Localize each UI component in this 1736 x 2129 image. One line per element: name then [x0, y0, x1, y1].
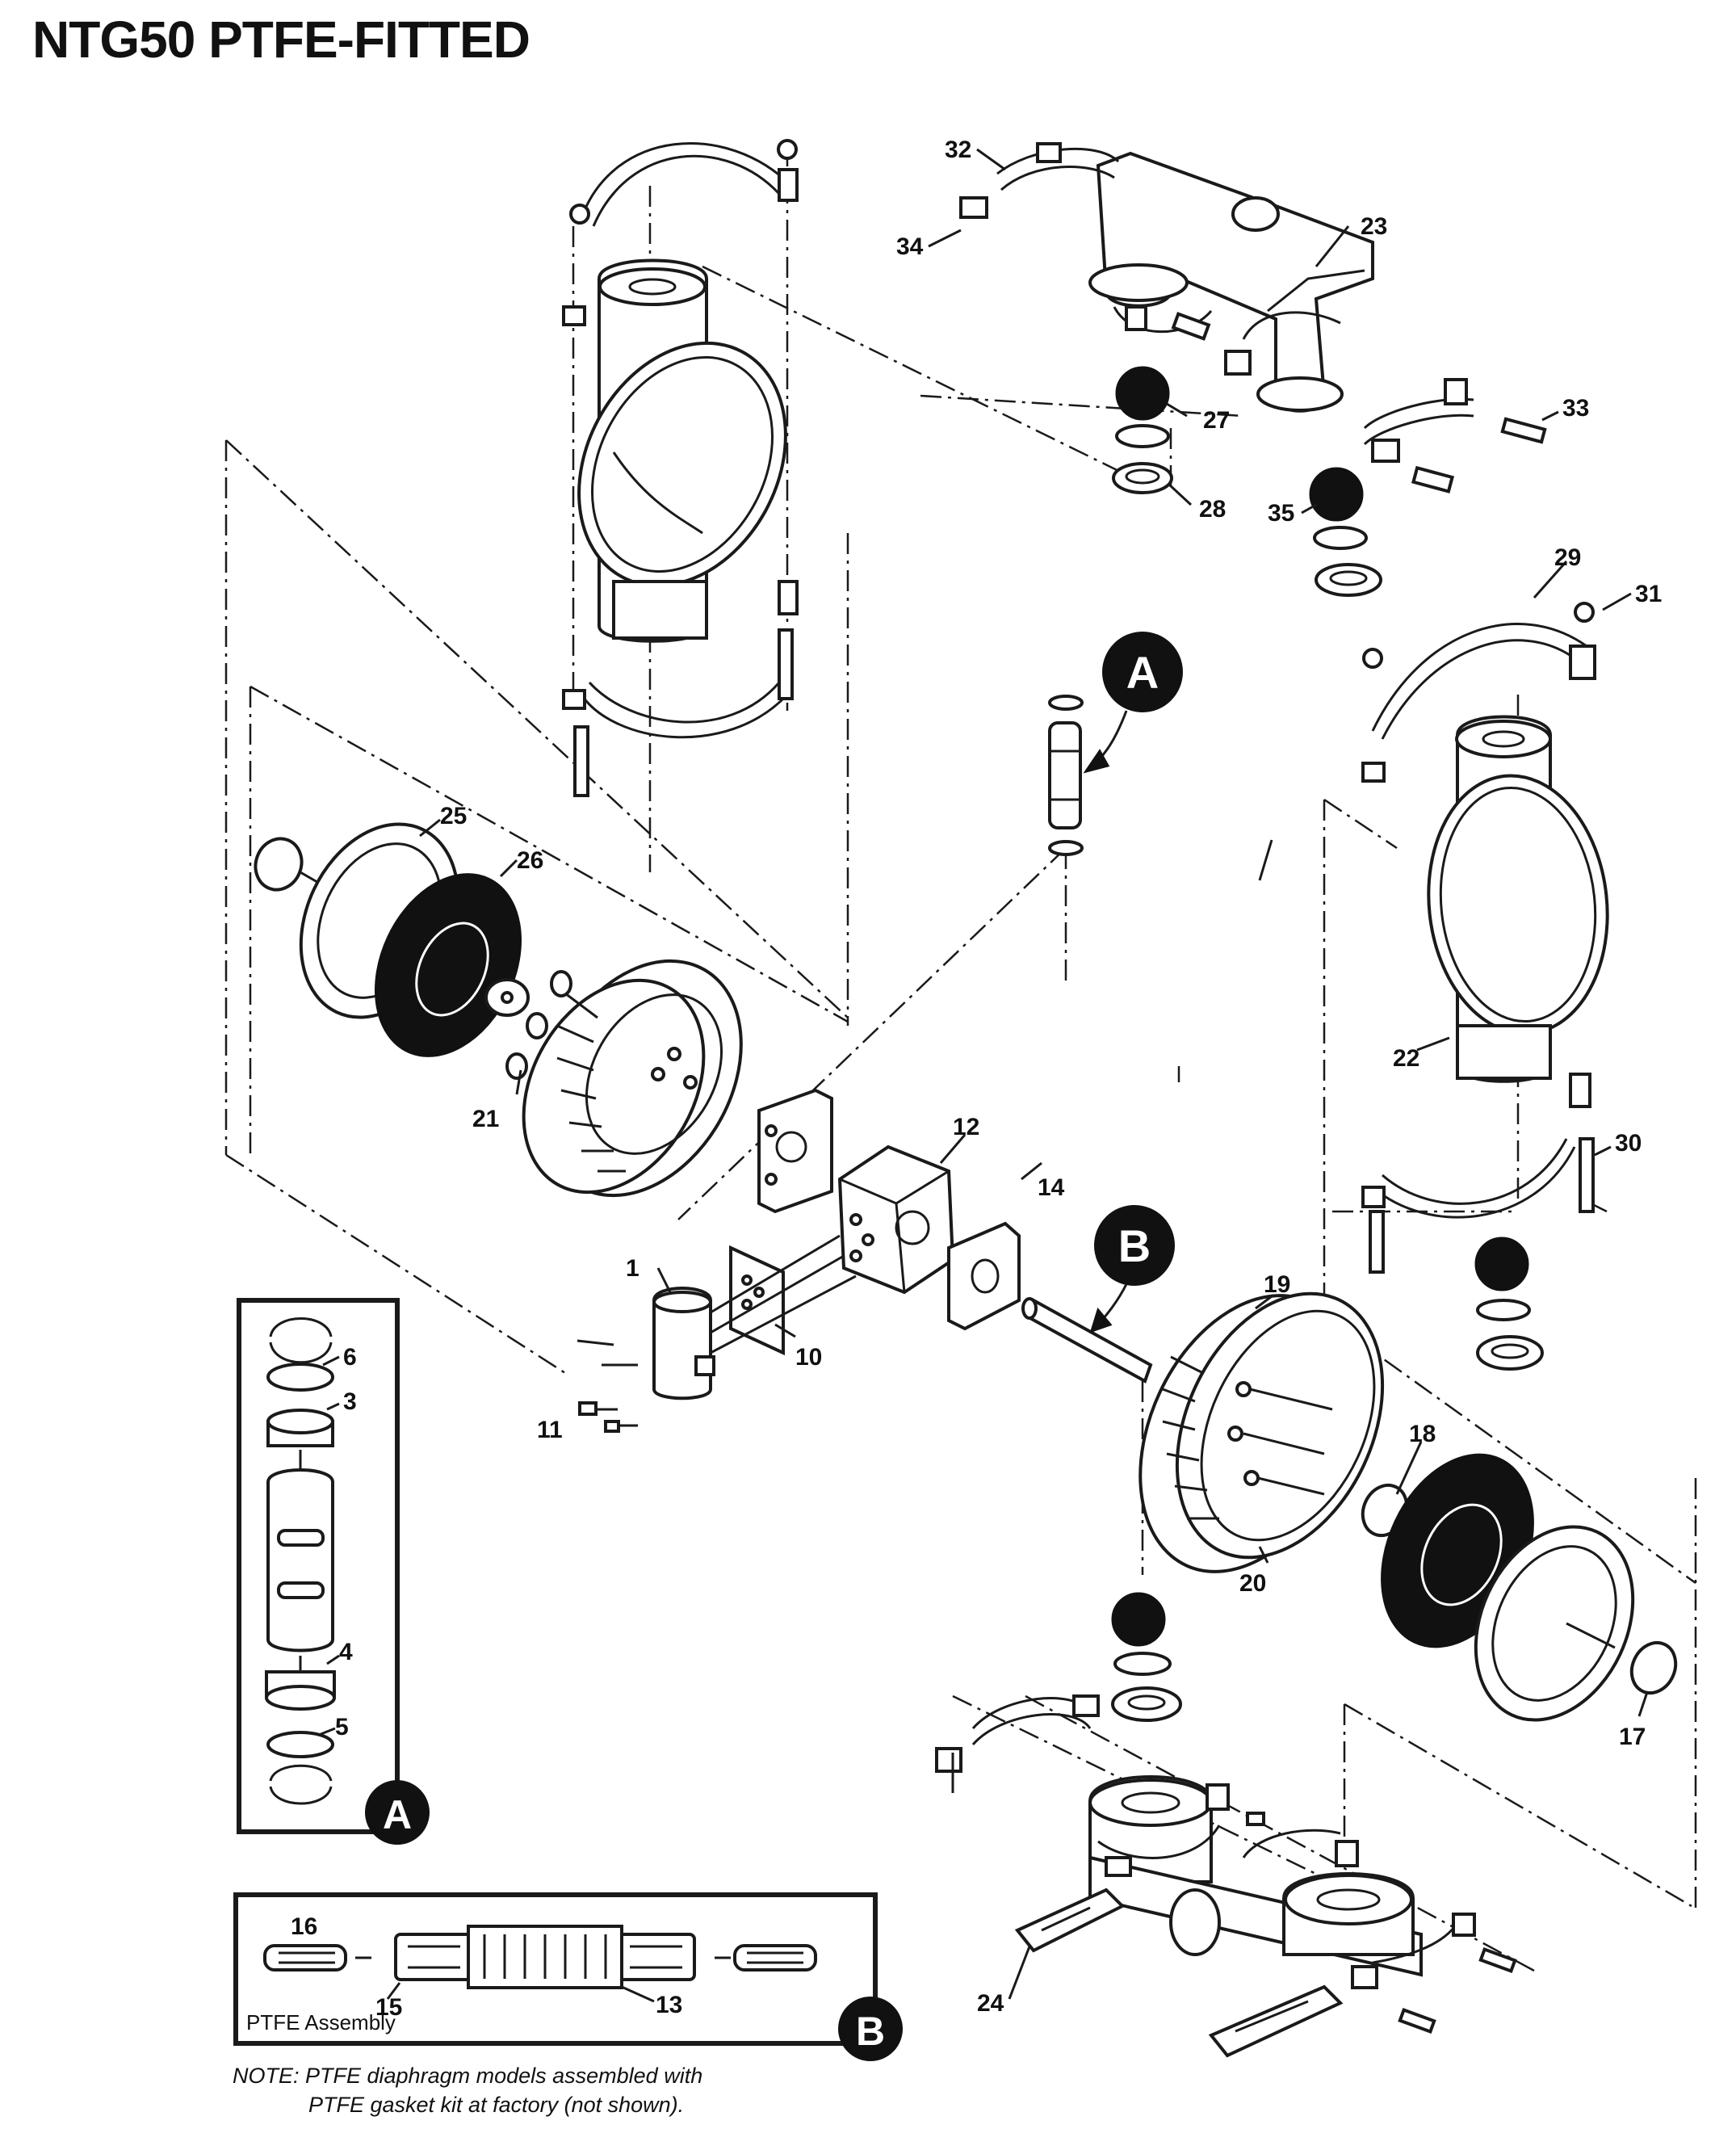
part-label-23: 23 — [1361, 213, 1387, 240]
part-label-26: 26 — [517, 847, 543, 874]
svg-text:B: B — [1118, 1220, 1151, 1271]
part-label-14: 14 — [1038, 1174, 1065, 1201]
part-label-20: 20 — [1239, 1570, 1266, 1597]
part-label-24: 24 — [977, 1990, 1004, 2017]
part-label-11: 11 — [537, 1417, 563, 1443]
main-shaft — [1021, 1297, 1153, 1384]
detail-a-part-6: 6 — [343, 1344, 357, 1371]
check-ball-27 — [1115, 366, 1170, 421]
part-label-30: 30 — [1615, 1130, 1642, 1157]
part-label-33: 33 — [1562, 395, 1589, 422]
detail-a-box: 6 3 4 5 A — [237, 1298, 430, 1845]
part-label-10: 10 — [795, 1344, 822, 1371]
center-block-assembly — [577, 1088, 1021, 1433]
detail-a-part-5: 5 — [335, 1714, 349, 1741]
svg-text:A: A — [1126, 647, 1159, 698]
part-label-21: 21 — [472, 1106, 499, 1132]
part-label-18: 18 — [1409, 1421, 1436, 1447]
part-label-31: 31 — [1635, 581, 1662, 607]
right-chamber — [1361, 602, 1609, 1371]
detail-b-part-13: 13 — [656, 1992, 682, 2018]
check-ball-lower-right — [1474, 1237, 1529, 1291]
part-label-35: 35 — [1268, 500, 1294, 527]
upper-left-chamber — [562, 139, 799, 797]
detail-b-part-15: 15 — [375, 1994, 402, 2021]
left-air-chamber — [522, 959, 743, 1198]
right-diaphragm-stack — [1361, 1453, 1678, 1722]
left-diaphragm-stack — [254, 822, 572, 1080]
footnote-line-1: NOTE: PTFE diaphragm models assembled wi… — [233, 2064, 703, 2088]
part-label-28: 28 — [1199, 496, 1226, 523]
part-label-19: 19 — [1264, 1271, 1290, 1298]
upper-check-valves — [1112, 366, 1382, 597]
part-label-1: 1 — [626, 1255, 639, 1282]
svg-text:B: B — [856, 2009, 885, 2054]
check-ball-35 — [1309, 467, 1364, 522]
part-label-22: 22 — [1393, 1045, 1419, 1072]
part-label-32: 32 — [945, 136, 971, 163]
part-number-leaders — [419, 148, 1649, 2000]
pilot-spool — [1048, 695, 1084, 856]
part-label-17: 17 — [1619, 1724, 1646, 1750]
detail-b-part-16: 16 — [291, 1913, 317, 1940]
part-label-12: 12 — [953, 1114, 979, 1140]
footnote: NOTE: PTFE diaphragm models assembled wi… — [233, 2061, 702, 2119]
inlet-manifold — [935, 1592, 1517, 2058]
part-label-29: 29 — [1554, 544, 1581, 571]
footnote-line-2: PTFE gasket kit at factory (not shown). — [308, 2093, 685, 2117]
detail-b-caption: PTFE Assembly — [246, 2010, 396, 2035]
discharge-manifold — [959, 142, 1547, 493]
part-label-25: 25 — [440, 803, 467, 829]
detail-a-part-3: 3 — [343, 1388, 357, 1415]
callout-a: A — [1083, 632, 1183, 774]
check-ball-lower-left — [1111, 1592, 1166, 1647]
callout-b: B — [1089, 1205, 1175, 1333]
svg-text:A: A — [383, 1792, 412, 1837]
page-title: NTG50 PTFE-FITTED — [32, 10, 530, 69]
detail-a-part-4: 4 — [339, 1639, 353, 1665]
part-label-34: 34 — [896, 233, 924, 260]
part-label-27: 27 — [1203, 407, 1230, 434]
part-number-labels: 32 34 23 27 33 28 35 29 31 25 26 21 22 1… — [440, 136, 1662, 2017]
right-air-chamber — [1138, 1291, 1385, 1573]
detail-b-box: 16 15 13 PTFE Assembly B — [233, 1892, 903, 2061]
